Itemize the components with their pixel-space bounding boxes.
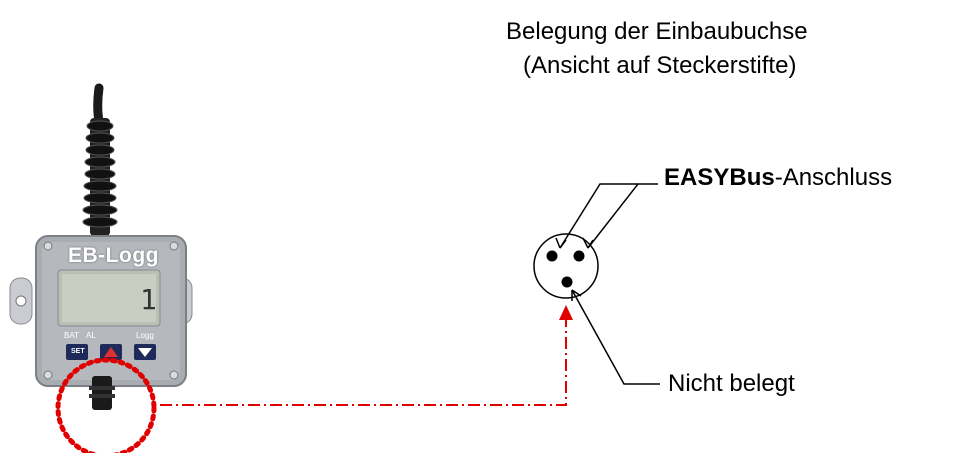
al-indicator: AL xyxy=(86,331,96,340)
easybus-label: EASYBus-Anschluss xyxy=(664,164,892,192)
arrow-head-icon xyxy=(559,305,573,320)
bat-indicator: BAT xyxy=(64,331,79,340)
set-button-label: SET xyxy=(71,348,85,355)
set-button-shape xyxy=(66,344,88,360)
unused-pin xyxy=(561,276,573,288)
strain-relief-spring xyxy=(82,118,118,236)
not-assigned-label: Nicht belegt xyxy=(668,370,795,397)
connector-highlight-circle xyxy=(55,357,157,453)
socket-pin-diagram xyxy=(533,233,599,299)
socket-outline xyxy=(533,233,599,299)
title-line-2: (Ansicht auf Steckerstifte) xyxy=(523,52,797,79)
title-line-1: Belegung der Einbaubuchse xyxy=(506,18,808,45)
eb-logg-device xyxy=(9,235,193,410)
easybus-pin-2 xyxy=(573,250,585,262)
easybus-leader-lines xyxy=(555,183,658,249)
cable xyxy=(82,83,118,236)
easybus-label-bold: EASYBus xyxy=(664,164,775,191)
connector-reference-line xyxy=(160,305,573,406)
lcd-digit: 1 xyxy=(140,283,157,316)
device-connector xyxy=(92,376,112,410)
easybus-pin-1 xyxy=(546,250,558,262)
device-name-label: EB-Logg xyxy=(68,244,159,267)
easybus-label-rest: -Anschluss xyxy=(774,164,893,191)
not-assigned-leader-line xyxy=(571,289,660,385)
logg-indicator: Logg xyxy=(136,331,154,340)
